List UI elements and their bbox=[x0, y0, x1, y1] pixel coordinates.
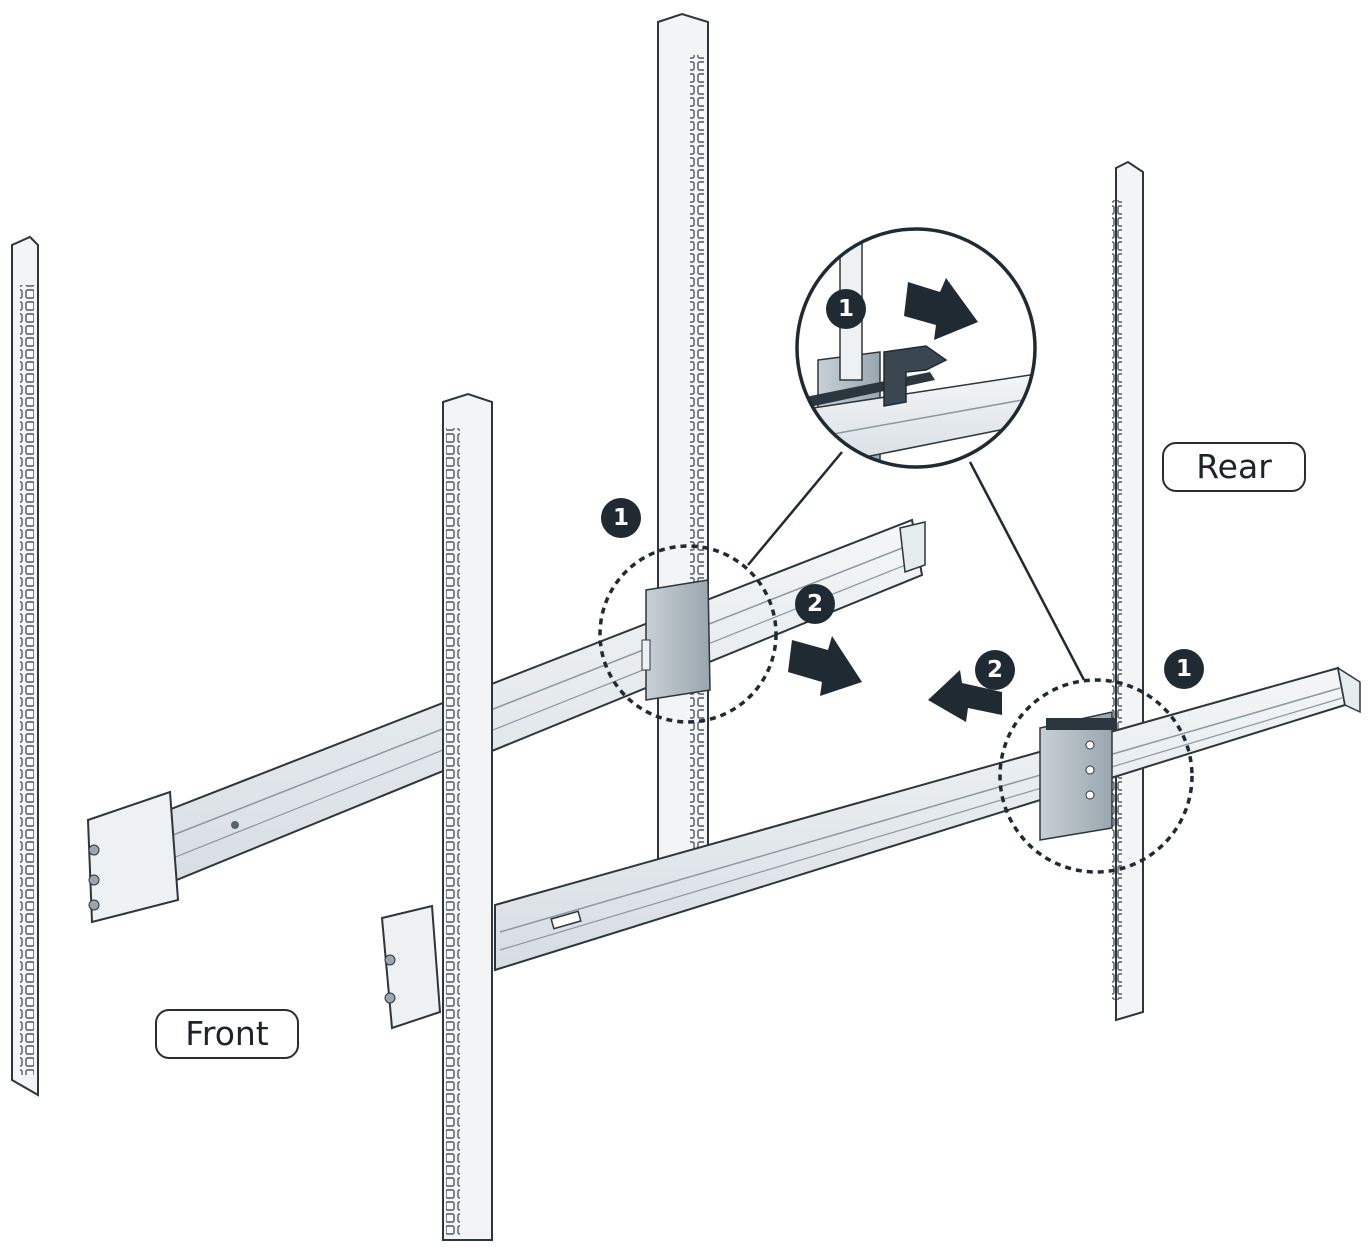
callout-circle-right bbox=[998, 678, 1194, 874]
callout-circle-left bbox=[598, 544, 778, 724]
step-1-badge: 1 bbox=[826, 289, 866, 329]
post-rear-left bbox=[657, 12, 709, 861]
step-2-badge: 2 bbox=[795, 584, 835, 624]
arrow-right-icon bbox=[904, 278, 978, 340]
rail-right bbox=[380, 666, 1361, 1030]
rail-left bbox=[86, 518, 926, 924]
latch bbox=[1046, 718, 1116, 730]
step-1-badge: 1 bbox=[1164, 649, 1204, 689]
step-1-badge: 1 bbox=[601, 498, 641, 538]
step-2-badge: 2 bbox=[975, 650, 1015, 690]
post-front-right bbox=[442, 392, 493, 1241]
post-rear-right bbox=[1112, 160, 1144, 1022]
rear-label: Rear bbox=[1162, 442, 1306, 492]
arrow-right-icon bbox=[788, 636, 862, 696]
post-front-left bbox=[11, 235, 39, 1097]
front-label: Front bbox=[155, 1009, 299, 1059]
arrow-left-icon bbox=[928, 670, 1002, 722]
zoom-magnifier-circle bbox=[795, 227, 1037, 469]
